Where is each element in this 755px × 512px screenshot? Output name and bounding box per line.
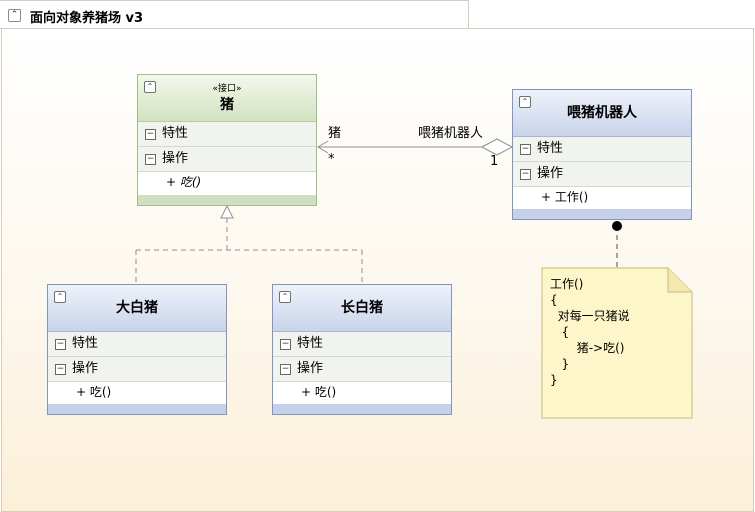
attributes-label: 特性 [72,336,99,351]
association-multiplicity-pig: * [328,152,335,167]
operations-section[interactable]: − 操作 [138,147,316,172]
collapse-icon[interactable]: ⌃ [144,81,156,93]
class-footer [138,195,316,205]
class-footer [513,209,691,219]
attributes-label: 特性 [162,126,189,141]
diagram-tab[interactable]: ⌃ 面向对象养猪场 v3 [0,0,469,29]
minus-icon[interactable]: − [520,144,531,155]
attributes-label: 特性 [297,336,324,351]
operations-label: 操作 [72,361,99,376]
class-long-white-pig[interactable]: ⌃ 长白猪 − 特性 − 操作 + 吃() [272,284,452,415]
collapse-icon[interactable]: ⌃ [8,9,21,22]
class-pig-interface[interactable]: ⌃ «接口» 猪 − 特性 − 操作 + 吃() [137,74,317,206]
attributes-label: 特性 [537,141,564,156]
class-footer [273,404,451,414]
collapse-icon[interactable]: ⌃ [279,291,291,303]
class-feeding-robot[interactable]: ⌃ 喂猪机器人 − 特性 − 操作 + 工作() [512,89,692,220]
note-text: 工作() { 对每一只猪说 { 猪->吃() } } [550,277,630,387]
collapse-icon[interactable]: ⌃ [519,96,531,108]
minus-icon[interactable]: − [55,364,66,375]
operation-item[interactable]: + 吃() [273,382,451,402]
attributes-section[interactable]: − 特性 [138,122,316,147]
collapse-icon[interactable]: ⌃ [54,291,66,303]
operation-item[interactable]: + 吃() [138,172,316,192]
note-anchor-dot [612,221,622,231]
class-header: ⌃ «接口» 猪 [138,75,316,122]
operation-item[interactable]: + 工作() [513,187,691,207]
class-footer [48,404,226,414]
minus-icon[interactable]: − [145,129,156,140]
class-name: 大白猪 [116,300,158,316]
minus-icon[interactable]: − [280,364,291,375]
minus-icon[interactable]: − [145,154,156,165]
operations-label: 操作 [162,151,189,166]
operations-section[interactable]: − 操作 [48,357,226,382]
minus-icon[interactable]: − [55,339,66,350]
aggregation-diamond [480,138,514,156]
class-name: 喂猪机器人 [567,105,637,121]
class-white-pig[interactable]: ⌃ 大白猪 − 特性 − 操作 + 吃() [47,284,227,415]
class-name: 猪 [220,97,234,113]
realization-arrowhead [220,204,234,219]
diagram-title: 面向对象养猪场 v3 [30,11,144,26]
association-role-pig: 猪 [328,126,342,141]
attributes-section[interactable]: − 特性 [513,137,691,162]
class-name: 长白猪 [341,300,383,316]
note-fold [667,268,692,293]
operations-label: 操作 [537,166,564,181]
attributes-section[interactable]: − 特性 [273,332,451,357]
stereotype-label: «接口» [212,84,242,94]
note-shape [541,267,693,419]
class-header: ⌃ 大白猪 [48,285,226,332]
association-arrowhead [317,140,329,154]
operation-item[interactable]: + 吃() [48,382,226,402]
association-multiplicity-robot: 1 [490,154,499,169]
association-role-robot: 喂猪机器人 [418,126,484,141]
minus-icon[interactable]: − [520,169,531,180]
operations-section[interactable]: − 操作 [513,162,691,187]
attributes-section[interactable]: − 特性 [48,332,226,357]
class-header: ⌃ 长白猪 [273,285,451,332]
minus-icon[interactable]: − [280,339,291,350]
operations-label: 操作 [297,361,324,376]
operations-section[interactable]: − 操作 [273,357,451,382]
comment-note[interactable]: 工作() { 对每一只猪说 { 猪->吃() } } [542,268,692,418]
class-header: ⌃ 喂猪机器人 [513,90,691,137]
